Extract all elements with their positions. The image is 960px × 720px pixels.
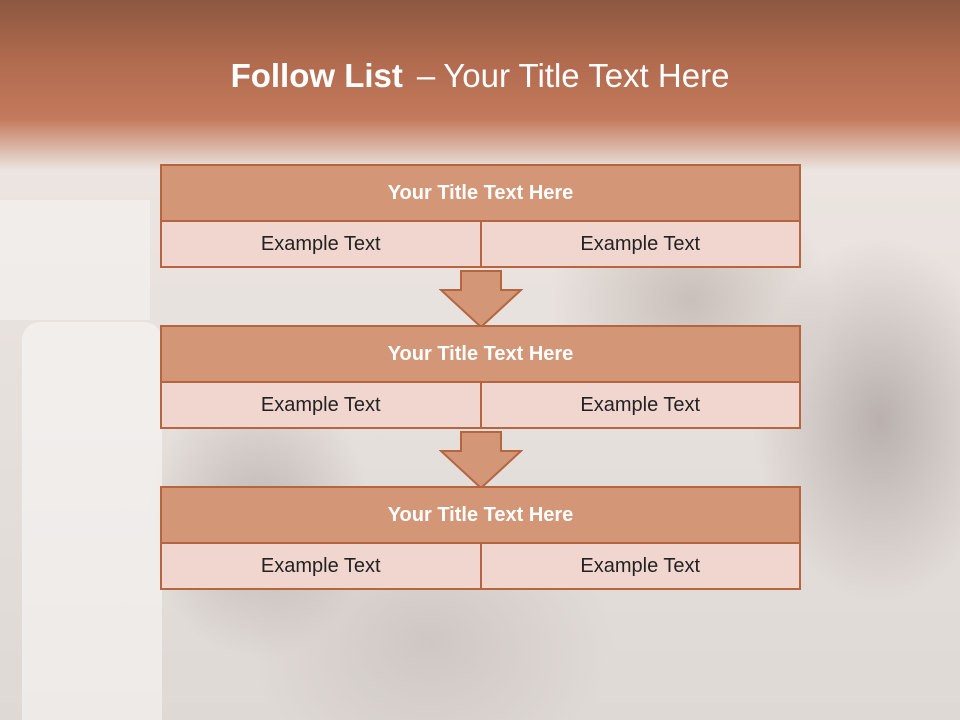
background-chair (22, 322, 162, 720)
block-cell-left: Example Text (160, 542, 482, 590)
slide-title-separator: – (416, 57, 436, 94)
slide-title: Follow List–Your Title Text Here (0, 52, 960, 100)
block-row: Example Text Example Text (160, 381, 801, 429)
down-arrow-icon (439, 431, 523, 489)
block-row: Example Text Example Text (160, 542, 801, 590)
block-title: Your Title Text Here (160, 486, 801, 542)
block-cell-left: Example Text (160, 220, 482, 268)
down-arrow-icon (439, 270, 523, 328)
block-cell-right: Example Text (481, 220, 801, 268)
list-block-3: Your Title Text Here Example Text Exampl… (160, 486, 801, 590)
list-block-1: Your Title Text Here Example Text Exampl… (160, 164, 801, 268)
list-block-2: Your Title Text Here Example Text Exampl… (160, 325, 801, 429)
block-cell-left: Example Text (160, 381, 482, 429)
background-wall-panel (0, 200, 150, 320)
slide-title-bold: Follow List (230, 57, 403, 94)
block-row: Example Text Example Text (160, 220, 801, 268)
block-title: Your Title Text Here (160, 164, 801, 220)
header-band (0, 0, 960, 170)
block-title: Your Title Text Here (160, 325, 801, 381)
block-cell-right: Example Text (481, 381, 801, 429)
block-cell-right: Example Text (481, 542, 801, 590)
slide-title-rest: Your Title Text Here (443, 57, 730, 94)
